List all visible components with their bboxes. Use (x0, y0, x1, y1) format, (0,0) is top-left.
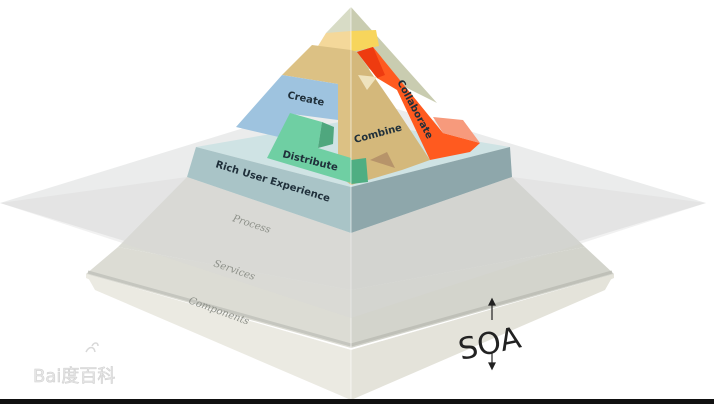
cream-notch (358, 75, 377, 90)
yellow-right-piece (351, 30, 379, 52)
collaborate-piece (357, 47, 480, 160)
services-divider-right (350, 270, 613, 347)
distribute-piece (267, 113, 351, 183)
distribute-base-piece (351, 158, 368, 184)
watermark-text: Bai度百科 (33, 366, 115, 387)
rue-layer-left (187, 147, 351, 233)
components-layer-front-right (351, 274, 614, 400)
distribute-shadow (318, 122, 334, 148)
soa-arrow-icon (488, 297, 496, 371)
plane-front (0, 177, 706, 318)
process-layer-left (118, 177, 351, 290)
yellow-left-piece (318, 31, 351, 52)
apex-left (326, 7, 351, 33)
components-layer-front (86, 274, 351, 400)
process-layer-right (351, 177, 585, 290)
bottom-border (0, 399, 714, 404)
baidu-watermark-logo: Bai度百科 (33, 342, 116, 387)
brown-notch (370, 152, 395, 168)
collaborate-salmon-piece (433, 117, 480, 143)
combine-left-face (282, 45, 351, 185)
services-layer-right (351, 247, 614, 348)
paw-icon (85, 342, 99, 353)
create-piece (236, 75, 338, 138)
services-divider (87, 270, 352, 347)
services-layer-left (86, 247, 351, 348)
rue-layer-right (351, 147, 512, 233)
collaborate-dark-piece (357, 47, 385, 78)
